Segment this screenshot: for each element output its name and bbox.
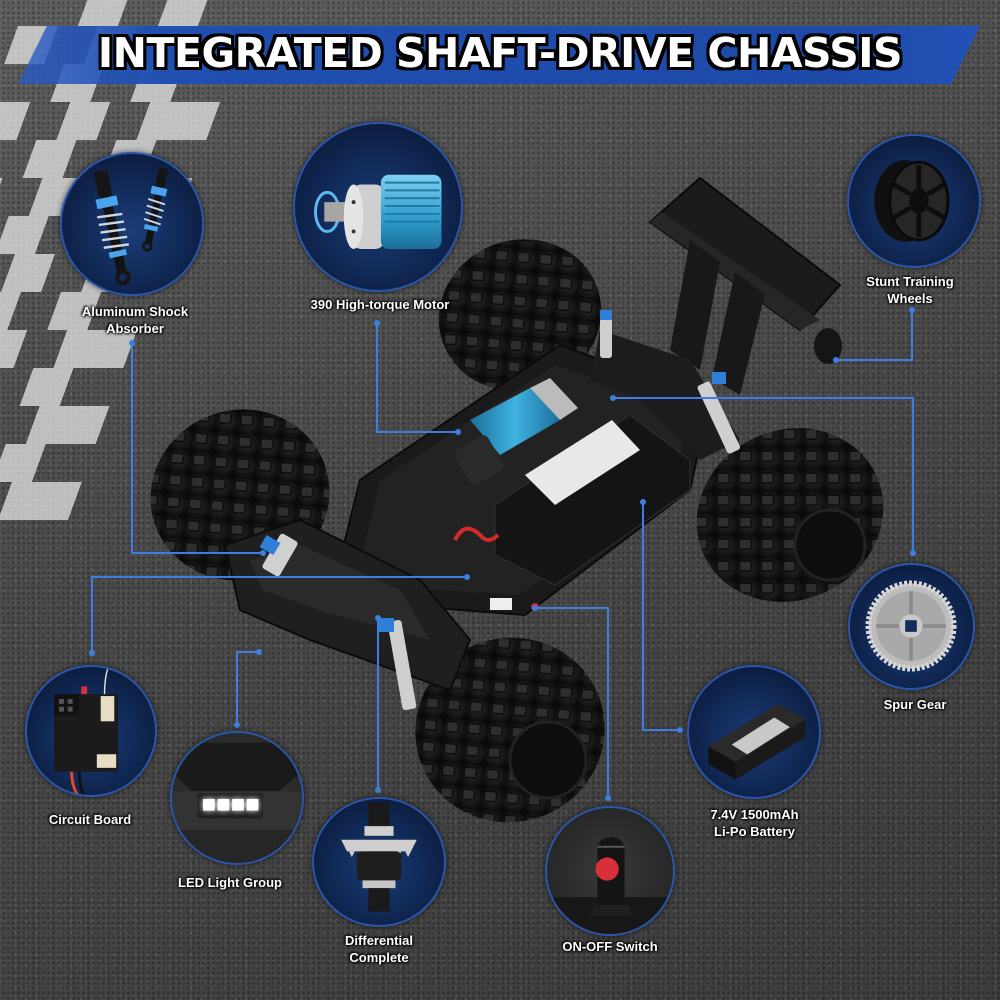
differential-icon: [312, 797, 446, 927]
label-line-2: Li-Po Battery: [714, 824, 795, 839]
feature-label: ON-OFF Switch: [540, 938, 680, 955]
label-line-1: Circuit Board: [48, 812, 132, 827]
led-light-icon: [170, 731, 304, 865]
feature-label: Stunt Training Wheels: [840, 273, 980, 307]
label-line-1: 7.4V 1500mAh: [710, 807, 799, 822]
rear-wing: [648, 176, 842, 395]
motor: [454, 378, 578, 485]
label-line-2: Wheels: [887, 291, 933, 306]
feature-label: Aluminum Shock Absorber: [60, 303, 210, 337]
feature-label: Differential Complete: [312, 932, 446, 966]
label-line-2: Absorber: [106, 321, 164, 336]
training-wheel-icon: [847, 134, 981, 268]
power-switch-icon: [545, 806, 675, 936]
label-line-1: Spur Gear: [883, 697, 947, 712]
label-line-1: Stunt Training: [866, 274, 954, 289]
label-line-1: ON-OFF Switch: [562, 939, 658, 954]
spur-gear-icon: [848, 563, 975, 690]
feature-label: 7.4V 1500mAh Li-Po Battery: [682, 806, 827, 840]
label-line-1: 390 High-torque Motor: [310, 297, 450, 312]
feature-label: Spur Gear: [860, 696, 970, 713]
label-line-1: Differential: [345, 933, 413, 948]
label-line-1: Aluminum Shock: [81, 304, 189, 319]
feature-label: LED Light Group: [160, 874, 300, 891]
page-title: INTEGRATED SHAFT-DRIVE CHASSIS: [97, 29, 903, 77]
battery-icon: [687, 665, 821, 799]
circuit-board-icon: [25, 665, 157, 797]
motor-icon: [293, 122, 463, 292]
shock-absorber-icon: [60, 152, 204, 296]
label-line-1: LED Light Group: [178, 875, 282, 890]
label-line-2: Complete: [349, 950, 409, 965]
feature-label: 390 High-torque Motor: [290, 296, 470, 313]
feature-label: Circuit Board: [30, 811, 150, 828]
title-banner: [18, 26, 980, 84]
